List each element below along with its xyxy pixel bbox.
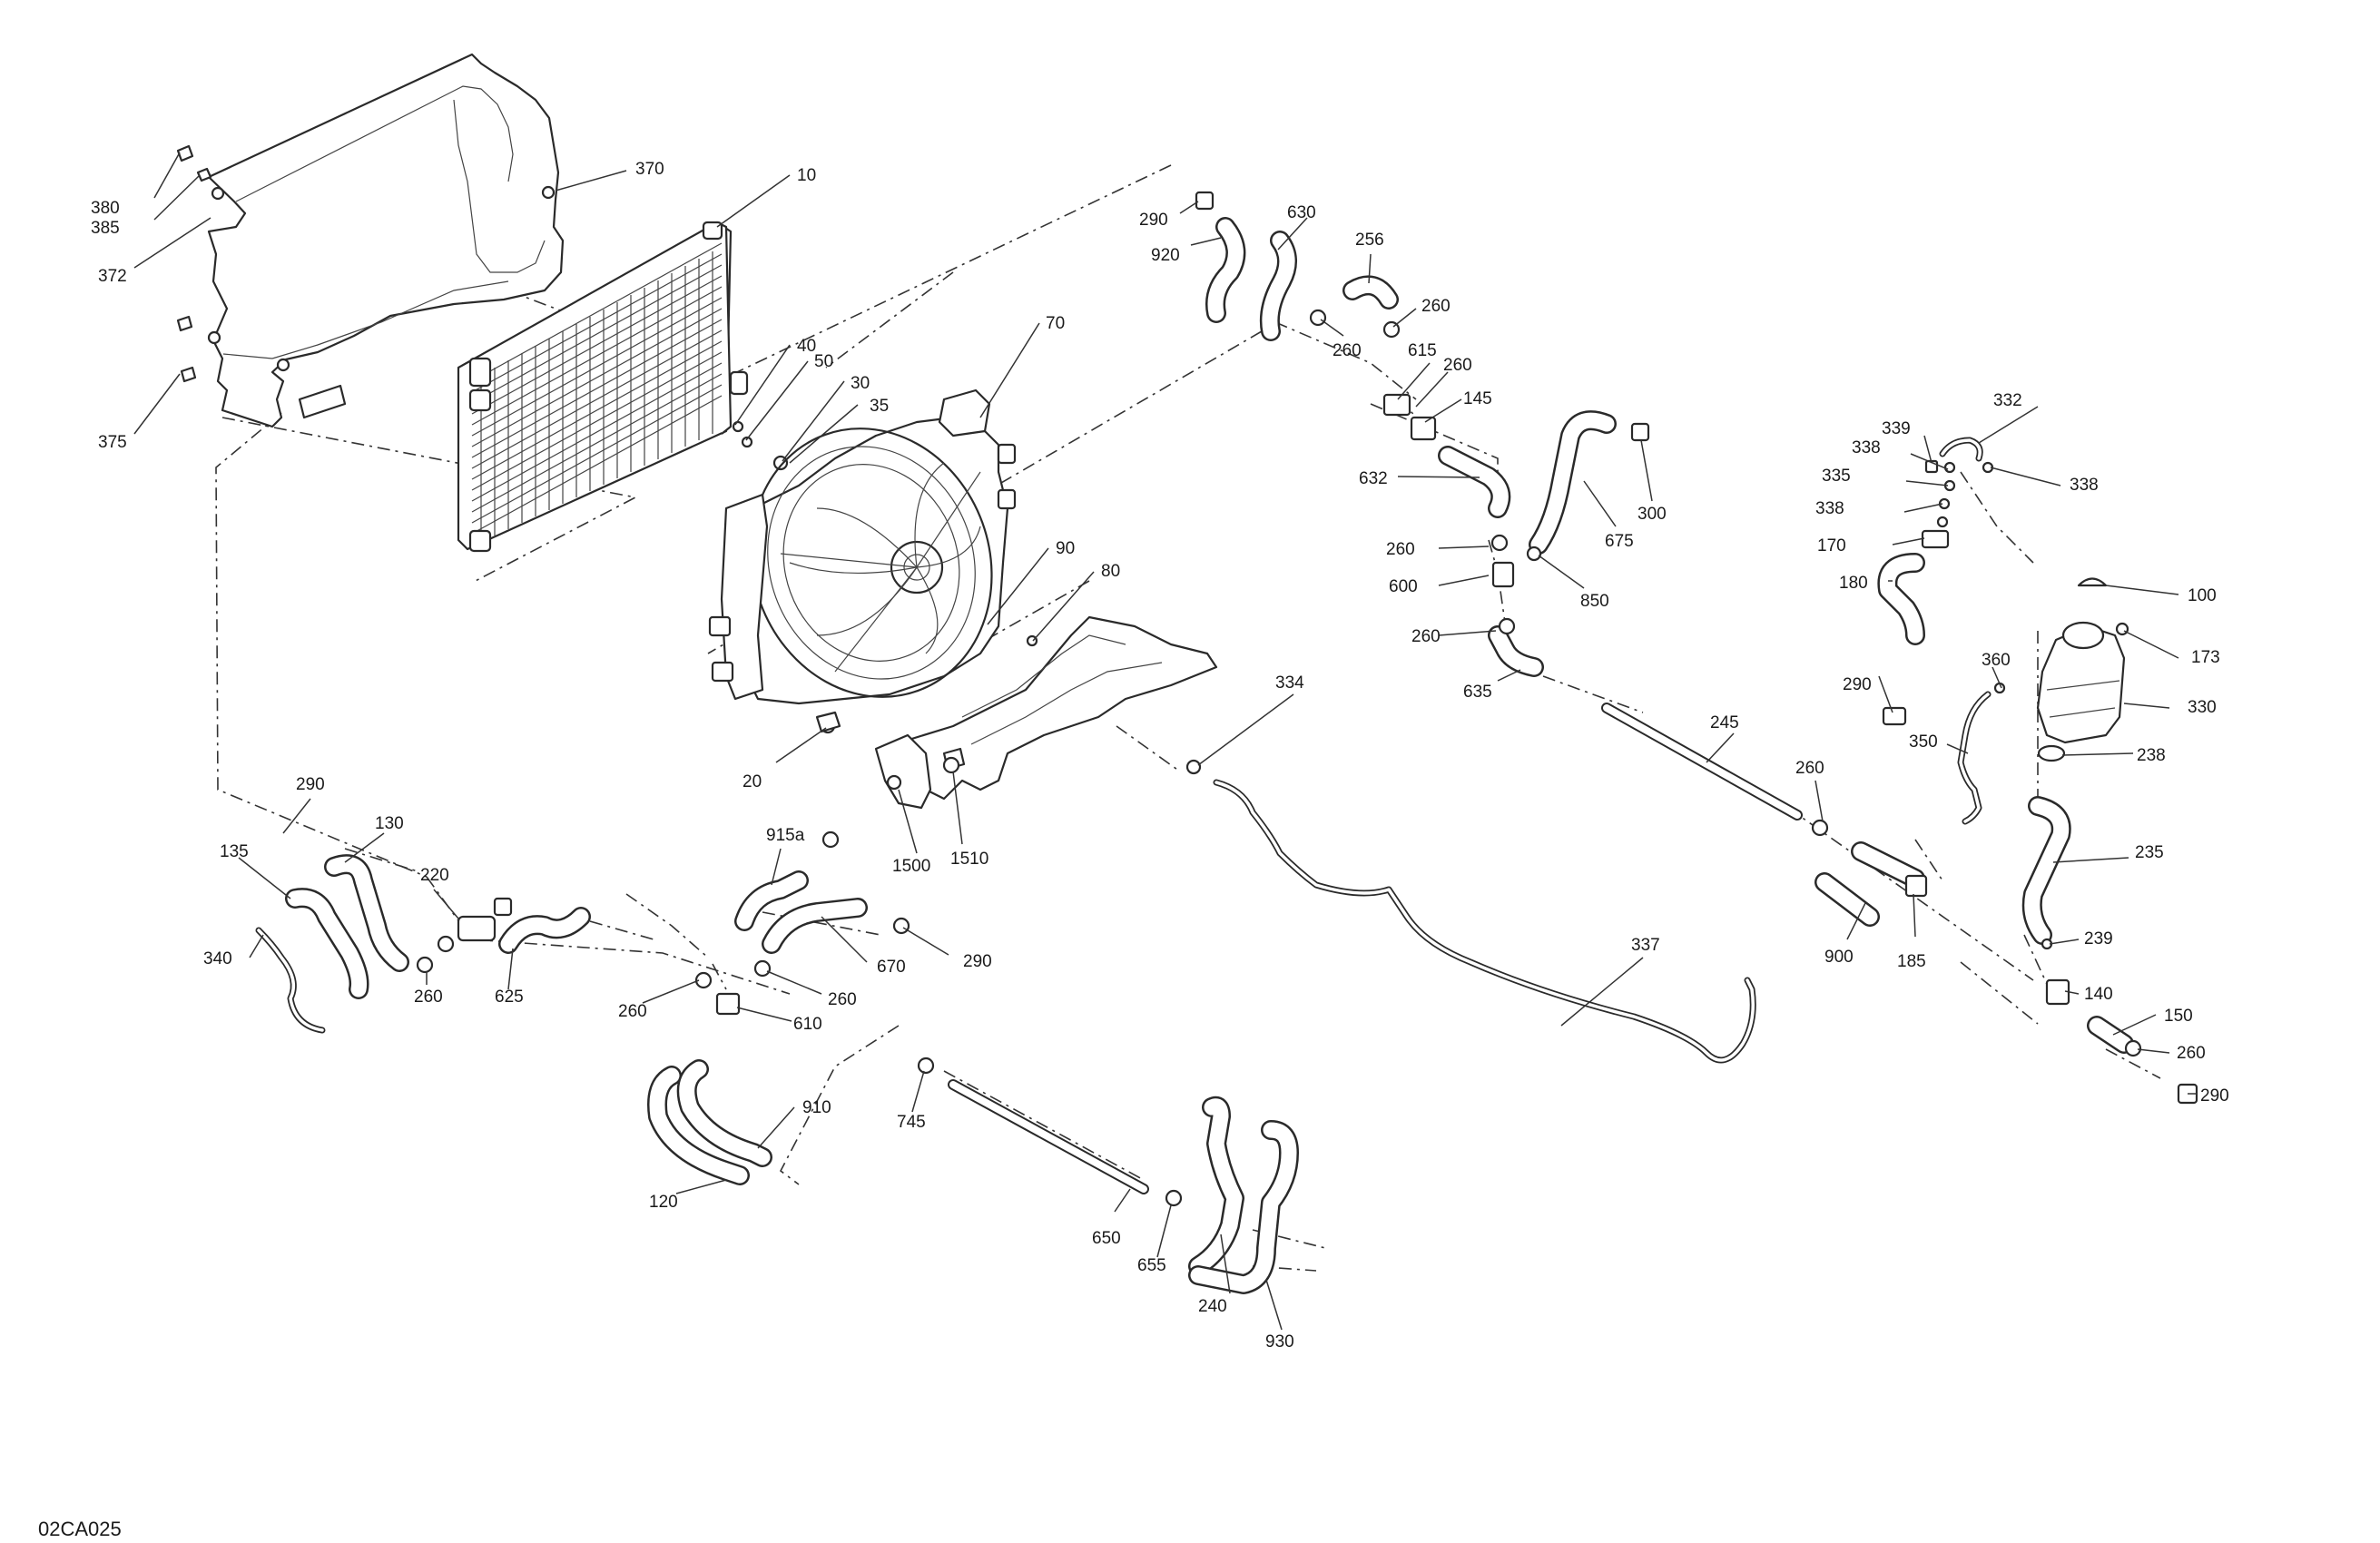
callout-1500: 1500 [892, 857, 930, 876]
callout-930: 930 [1265, 1332, 1294, 1351]
callout-140: 140 [2084, 985, 2113, 1004]
callout-380: 380 [91, 199, 120, 218]
callout-372: 372 [98, 267, 127, 286]
callout-350: 350 [1909, 732, 1938, 752]
callout-332: 332 [1993, 391, 2022, 410]
callout-385: 385 [91, 219, 120, 238]
callout-150: 150 [2164, 1007, 2193, 1026]
callout-260-i: 260 [828, 990, 857, 1009]
callout-240: 240 [1198, 1297, 1227, 1316]
radiator [457, 221, 749, 553]
callout-20: 20 [743, 772, 762, 791]
bracket-fasteners [176, 144, 212, 383]
callout-238: 238 [2137, 746, 2166, 765]
callout-290-mid: 290 [963, 952, 992, 971]
callout-610: 610 [793, 1015, 822, 1034]
callout-30: 30 [851, 374, 870, 393]
callout-670: 670 [877, 958, 906, 977]
clamps-fittings [416, 191, 2198, 1207]
radiator-shroud-bracket [207, 53, 565, 428]
callout-90: 90 [1056, 539, 1075, 558]
callout-260-a: 260 [1421, 297, 1451, 316]
hoses [255, 217, 2134, 1294]
callout-35: 35 [870, 397, 889, 416]
callout-40: 40 [797, 337, 816, 356]
callout-290-far-right: 290 [2200, 1086, 2229, 1106]
callout-630: 630 [1287, 203, 1316, 222]
callout-340: 340 [203, 949, 232, 968]
assembly-dashed-lines [215, 164, 2161, 1272]
callout-334: 334 [1275, 673, 1304, 693]
callout-260-g: 260 [414, 988, 443, 1007]
callout-290-top: 290 [1139, 211, 1168, 230]
callout-235: 235 [2135, 843, 2164, 862]
callout-100: 100 [2188, 586, 2217, 605]
callout-245: 245 [1710, 713, 1739, 732]
callout-900: 900 [1824, 948, 1854, 967]
deflector-bracket [874, 615, 1218, 810]
callout-370: 370 [635, 160, 664, 179]
callout-260-b: 260 [1333, 341, 1362, 360]
callout-260-j: 260 [2177, 1044, 2206, 1063]
callout-185: 185 [1897, 952, 1926, 971]
callout-239: 239 [2084, 929, 2113, 948]
callout-338-c: 338 [2070, 476, 2099, 495]
callout-910: 910 [802, 1098, 831, 1117]
callout-338-b: 338 [1815, 499, 1844, 518]
callout-80: 80 [1101, 562, 1120, 581]
callout-339: 339 [1882, 419, 1911, 438]
callout-745: 745 [897, 1113, 926, 1132]
callout-260-f: 260 [1795, 759, 1824, 778]
callout-130: 130 [375, 814, 404, 833]
callout-260-h: 260 [618, 1002, 647, 1021]
callout-290-right: 290 [1843, 675, 1872, 694]
callout-300: 300 [1637, 505, 1667, 524]
callout-375: 375 [98, 433, 127, 452]
figure-reference-code: 02CA025 [38, 1518, 122, 1540]
callout-335: 335 [1822, 467, 1851, 486]
callout-850: 850 [1580, 592, 1609, 611]
callout-600: 600 [1389, 577, 1418, 596]
callout-338-a: 338 [1852, 438, 1881, 457]
fan-assembly [708, 388, 1017, 733]
callout-1510: 1510 [950, 850, 988, 869]
callout-650: 650 [1092, 1229, 1121, 1248]
callout-260-e: 260 [1411, 627, 1441, 646]
callout-635: 635 [1463, 683, 1492, 702]
callout-173: 173 [2191, 648, 2220, 667]
callout-10: 10 [797, 166, 816, 185]
callout-145: 145 [1463, 389, 1492, 408]
callout-170: 170 [1817, 536, 1846, 555]
callout-135: 135 [220, 842, 249, 861]
callout-360: 360 [1982, 651, 2011, 670]
callout-330: 330 [2188, 698, 2217, 717]
callout-920: 920 [1151, 246, 1180, 265]
callout-70: 70 [1046, 314, 1065, 333]
callout-625: 625 [495, 988, 524, 1007]
callout-675: 675 [1605, 532, 1634, 551]
callout-915a: 915a [766, 826, 805, 845]
callout-labels: 380 385 372 375 370 10 40 50 30 35 70 90… [91, 160, 2229, 1351]
callout-256: 256 [1355, 231, 1384, 250]
callout-220: 220 [420, 866, 449, 885]
coolant-reservoir [2036, 577, 2129, 762]
callout-632: 632 [1359, 469, 1388, 488]
callout-180: 180 [1839, 574, 1868, 593]
callout-leaders [133, 152, 2197, 1331]
callout-260-c: 260 [1443, 356, 1472, 375]
callout-50: 50 [814, 352, 833, 371]
callout-290-left: 290 [296, 775, 325, 794]
callout-260-d: 260 [1386, 540, 1415, 559]
callout-120: 120 [649, 1193, 678, 1212]
callout-655: 655 [1137, 1256, 1166, 1275]
callout-337: 337 [1631, 936, 1660, 955]
callout-615: 615 [1408, 341, 1437, 360]
